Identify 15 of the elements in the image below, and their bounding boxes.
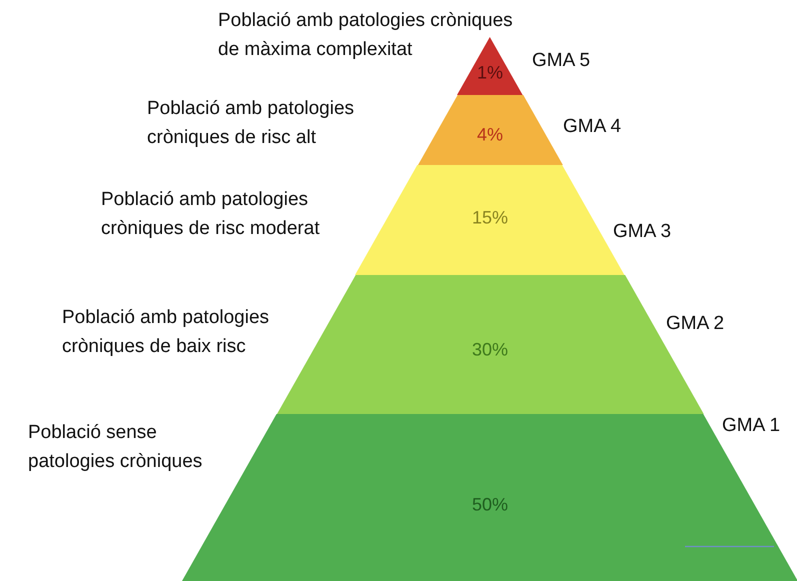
percentage-label: 30% — [472, 340, 508, 360]
level-label: GMA 1 — [722, 415, 780, 437]
level-description: Població amb patologies cròniques de màxima complexitat — [218, 9, 514, 62]
level-description: Població amb patologies cròniques de risc alt — [147, 97, 356, 150]
level-label: GMA 4 — [563, 116, 622, 138]
level-description: Població amb patologies cròniques de baix risc — [62, 306, 270, 359]
level-label: GMA 5 — [532, 50, 590, 72]
level-description: Població amb patologies cròniques de risc moderat — [101, 188, 321, 241]
level-label: GMA 2 — [666, 313, 724, 335]
percentage-label: 1% — [476, 62, 503, 84]
percentage-label: 50% — [472, 494, 508, 516]
level-description: Població sense patologies cròniques — [28, 421, 204, 474]
percentage-label: 4% — [476, 124, 503, 146]
percentage-label: 15% — [472, 208, 508, 228]
level-label: GMA 3 — [613, 221, 672, 243]
